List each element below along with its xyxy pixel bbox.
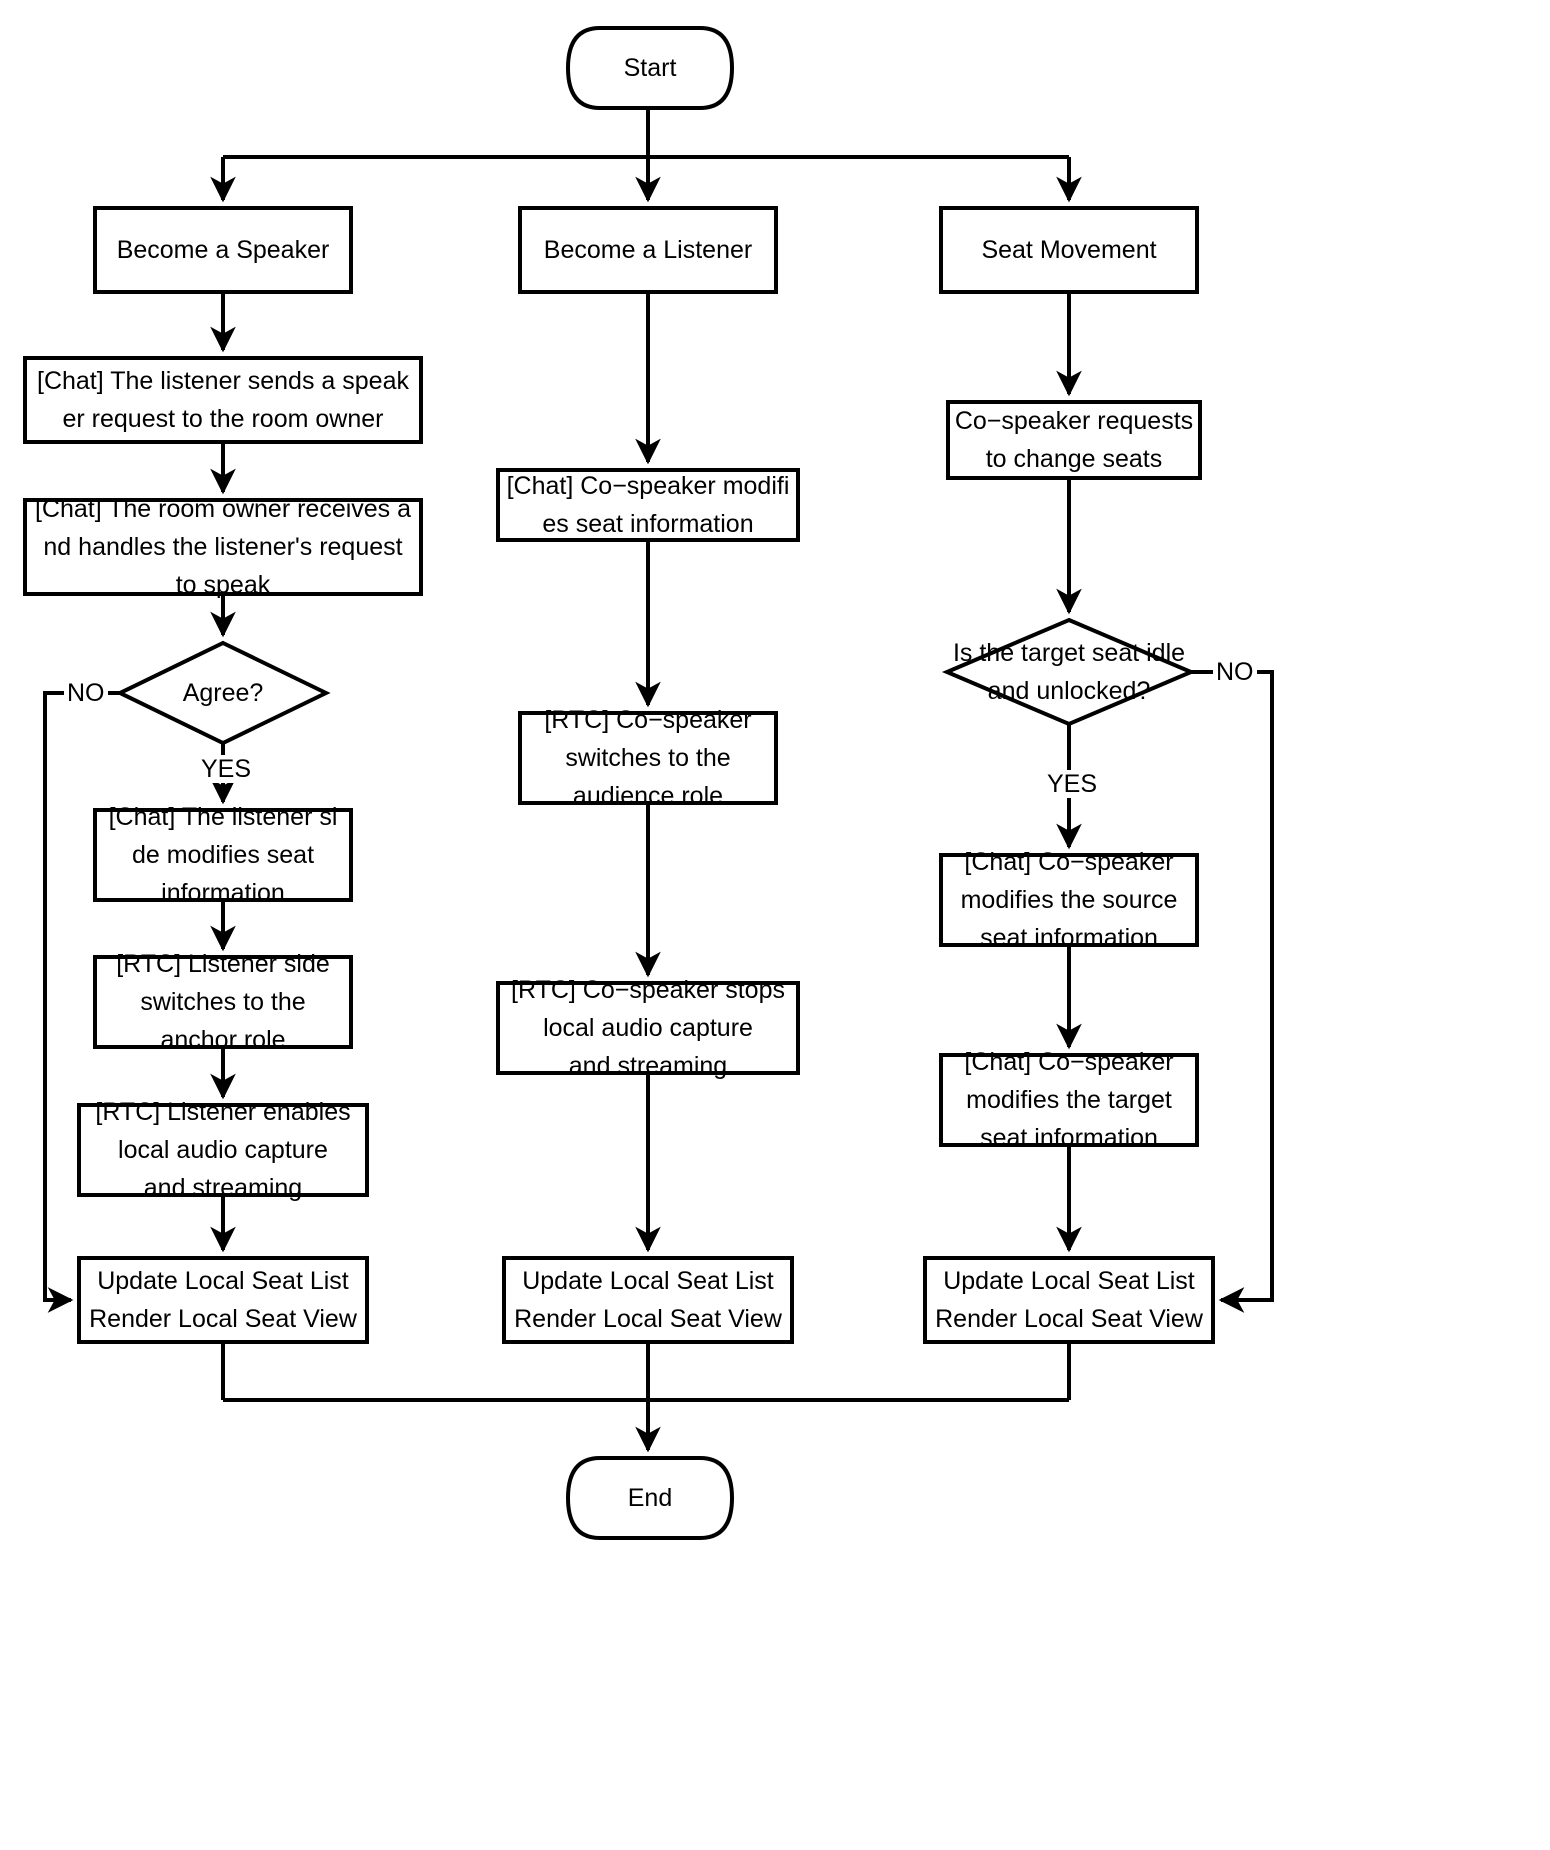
node-l2-shape	[23, 498, 423, 596]
node-l5-shape	[93, 955, 353, 1049]
node-r4-shape	[939, 1053, 1199, 1147]
node-end-shape	[565, 1456, 735, 1540]
node-r3-shape	[939, 853, 1199, 947]
node-become-speaker-shape	[93, 206, 353, 294]
node-seat-movement-shape	[939, 206, 1199, 294]
edge-r2-no-bypass	[1191, 670, 1274, 1313]
node-m2-shape	[518, 711, 778, 805]
node-l3-shape	[115, 640, 331, 746]
node-r2-shape	[941, 617, 1197, 727]
edge-merge-bus	[221, 1342, 1071, 1402]
edge-label-agree-no: NO	[64, 679, 108, 707]
edge-label-agree-yes: YES	[198, 755, 255, 783]
node-r1-shape	[946, 400, 1202, 480]
node-r5-shape	[923, 1256, 1215, 1344]
node-l1-shape	[23, 356, 423, 444]
node-l4-shape	[93, 808, 353, 902]
edge-start-bus	[223, 108, 1069, 159]
node-l7-shape	[77, 1256, 369, 1344]
edge-label-seat-yes: YES	[1044, 770, 1101, 798]
node-start-shape	[565, 26, 735, 110]
node-m3-shape	[496, 981, 800, 1075]
node-m4-shape	[502, 1256, 794, 1344]
node-l6-shape	[77, 1103, 369, 1197]
node-become-listener-shape	[518, 206, 778, 294]
node-m1-shape	[496, 468, 800, 542]
edge-label-seat-no: NO	[1213, 658, 1257, 686]
